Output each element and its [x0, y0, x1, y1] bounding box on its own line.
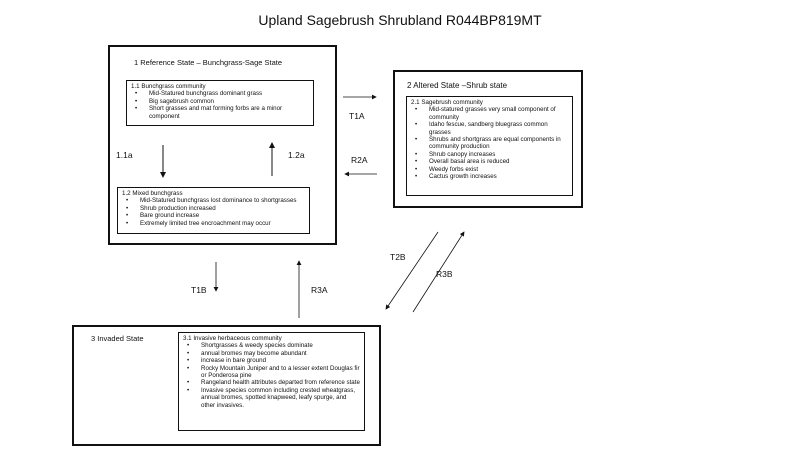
- state3-title: 3 Invaded State: [91, 334, 144, 343]
- community-3-1: 3.1 Invasive herbaceous community Shortg…: [178, 332, 365, 431]
- community-1-2-title: 1.2 Mixed bunchgrass: [122, 190, 183, 197]
- list-item: Big sagebrush common: [135, 98, 309, 106]
- list-item: Mid-Statured bunchgrass dominant grass: [135, 90, 309, 98]
- diagram-title: Upland Sagebrush Shrubland R044BP819MT: [258, 12, 542, 28]
- label-t1b: T1B: [191, 285, 207, 295]
- arrow-t2b: [385, 231, 439, 310]
- community-1-1: 1.1 Bunchgrass community Mid-Statured bu…: [126, 80, 314, 126]
- label-r3b: R3B: [436, 269, 453, 279]
- community-3-1-title: 3.1 Invasive herbaceous community: [183, 335, 282, 342]
- community-1-2: 1.2 Mixed bunchgrass Mid-Statured bunchg…: [117, 187, 310, 234]
- label-1-1a: 1.1a: [116, 150, 133, 160]
- community-2-1: 2.1 Sagebrush community Mid-statured gra…: [406, 96, 573, 196]
- list-item: Mid-Statured bunchgrass lost dominance t…: [126, 197, 305, 205]
- state2-title: 2 Altered State –Shrub state: [407, 81, 508, 90]
- label-r2a: R2A: [351, 155, 368, 165]
- label-r3a: R3A: [311, 285, 328, 295]
- list-item: Rangeland health attributes departed fro…: [187, 379, 360, 387]
- label-t1a: T1A: [349, 111, 365, 121]
- list-item: Weedy forbs exist: [415, 166, 568, 174]
- list-item: Shrub canopy increases: [415, 151, 568, 159]
- list-item: increase in bare ground: [187, 357, 360, 365]
- list-item: Extremely limited tree encroachment may …: [126, 220, 305, 228]
- list-item: Shortgrasses & weedy species dominate: [187, 342, 360, 350]
- state1-title: 1 Reference State – Bunchgrass-Sage Stat…: [134, 58, 283, 67]
- label-t2b: T2B: [390, 252, 406, 262]
- label-1-2a: 1.2a: [288, 150, 305, 160]
- list-item: annual bromes may become abundant: [187, 350, 360, 358]
- community-1-1-title: 1.1 Bunchgrass community: [131, 83, 206, 90]
- list-item: Mid-statured grasses very small componen…: [415, 106, 568, 121]
- list-item: Bare ground increase: [126, 212, 305, 220]
- list-item: Rocky Mountain Juniper and to a lesser e…: [187, 365, 360, 380]
- list-item: Shrub production increased: [126, 205, 305, 213]
- list-item: Cactus growth increases: [415, 173, 568, 181]
- list-item: Shrubs and shortgrass are equal componen…: [415, 136, 568, 151]
- list-item: Invasive species common including creste…: [187, 387, 360, 409]
- list-item: Idaho fescue, sandberg bluegrass common …: [415, 121, 568, 136]
- list-item: Short grasses and mat forming forbs are …: [135, 105, 309, 120]
- list-item: Overall basal area is reduced: [415, 158, 568, 166]
- arrow-r3b: [412, 231, 465, 313]
- community-2-1-title: 2.1 Sagebrush community: [411, 99, 483, 106]
